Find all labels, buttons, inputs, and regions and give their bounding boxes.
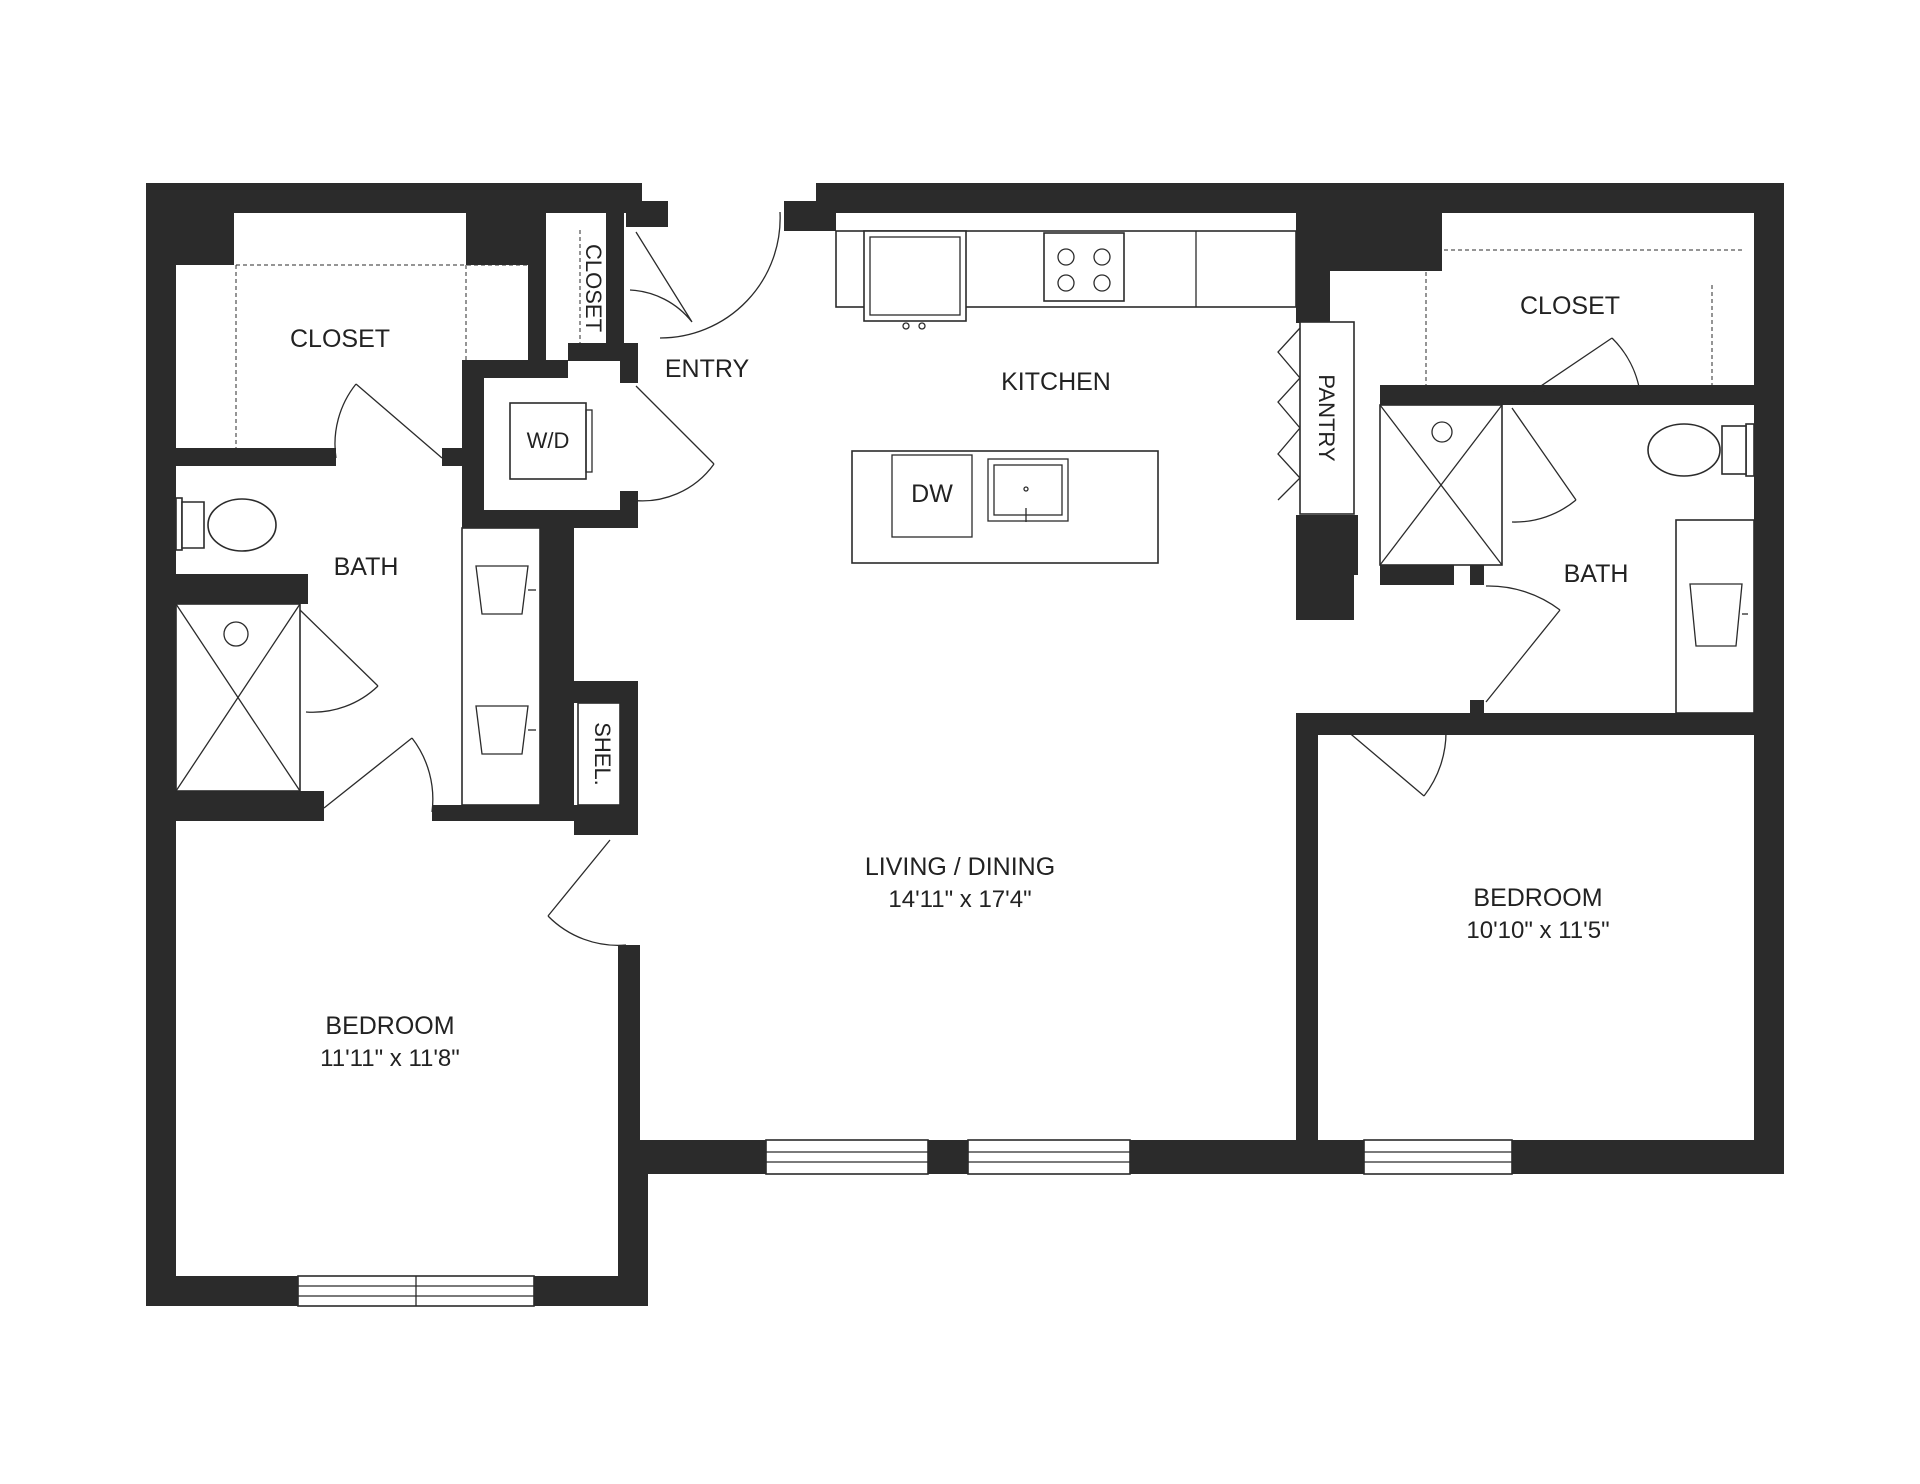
cooktop	[1043, 232, 1125, 302]
pantry-label: PANTRY	[1314, 374, 1339, 462]
refrigerator	[863, 230, 967, 322]
pantry-shelf	[1299, 321, 1355, 515]
living-label: LIVING / DINING	[865, 853, 1055, 881]
kitchen-label: KITCHEN	[1001, 368, 1111, 396]
shelf-unit	[577, 702, 621, 806]
fixtures	[175, 230, 1755, 806]
bedroom-left-label: BEDROOM	[325, 1012, 454, 1040]
vanity-right	[1675, 519, 1755, 714]
bath-left-label: BATH	[334, 553, 399, 581]
doors	[299, 211, 1641, 946]
bedroom-left-dims: 11'11" x 11'8"	[320, 1045, 460, 1072]
washer-dryer	[509, 402, 587, 480]
dishwasher	[891, 454, 973, 538]
closet-shelves	[235, 230, 1744, 448]
closet-right-label: CLOSET	[1520, 292, 1620, 320]
dishwasher-label: DW	[911, 480, 953, 508]
shelf-label: SHEL.	[590, 722, 615, 786]
living-dims: 14'11" x 17'4"	[888, 886, 1031, 913]
bedroom-right-label: BEDROOM	[1473, 884, 1602, 912]
toilet-right	[1721, 425, 1747, 475]
room-labels: CLOSET CLOSET ENTRY W/D BATH KITCHEN DW …	[290, 244, 1628, 1072]
toilet-left	[181, 501, 205, 549]
entry-label: ENTRY	[665, 355, 750, 383]
bath-right-label: BATH	[1564, 560, 1629, 588]
kitchen-sink	[987, 458, 1069, 522]
bedroom-right-dims: 10'10" x 11'5"	[1466, 917, 1609, 944]
closet-small-label: CLOSET	[581, 244, 606, 332]
closet-left-label: CLOSET	[290, 325, 390, 353]
walls	[146, 183, 1784, 1306]
kitchen-island	[851, 450, 1159, 564]
vanity-left	[461, 527, 541, 806]
wd-label: W/D	[527, 428, 570, 453]
windows	[297, 1139, 1513, 1307]
